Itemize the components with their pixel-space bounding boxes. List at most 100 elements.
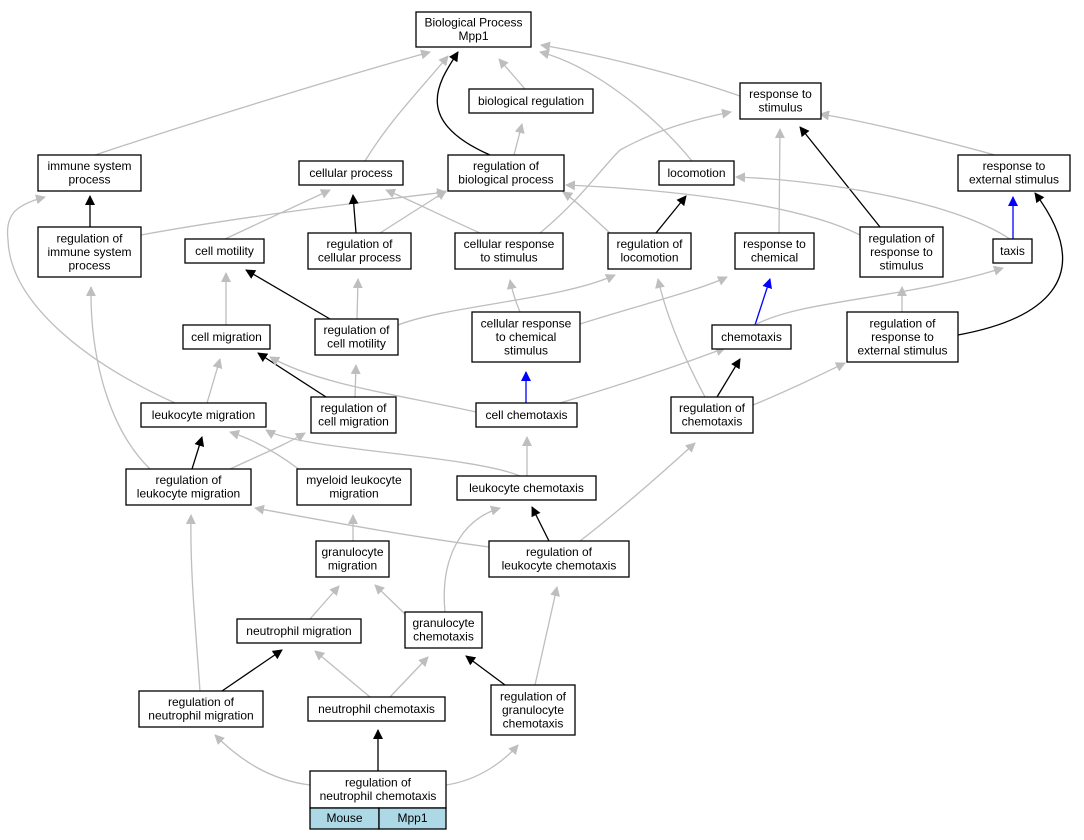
node-box [296,468,412,506]
node-bioreg[interactable]: biological regulation [468,88,594,114]
node-label-line: cell chemotaxis [485,408,567,422]
node-label-line: granulocyte [502,703,564,717]
node-label-line: granulocyte [321,545,383,559]
edge-cell_motility-to-cellproc [224,189,331,240]
node-label-line: neutrophil chemotaxis [320,789,437,803]
legend: Mouse Mpp1 [309,807,447,830]
node-label-line: stimulus [758,101,802,115]
node-label-line: migration [329,487,378,501]
legend-gene-cell: Mpp1 [378,807,447,830]
node-leuk-mig[interactable]: leukocyte migration [140,402,267,428]
node-neut-chemo[interactable]: neutrophil chemotaxis [307,696,446,722]
edge-reg_leuk_mig-to-reg_immune [85,286,151,470]
node-label-line: leukocyte chemotaxis [469,481,584,495]
node-label-line: external stimulus [969,173,1059,187]
edge-reg_bio-to-bp [436,51,491,156]
node-box [310,396,397,434]
edge-cell_resp_chem-to-cell_resp_stim [506,279,521,313]
edge-leuk_mig-to-immune [6,194,176,404]
node-box [670,396,754,434]
node-locomotion[interactable]: locomotion [658,160,735,186]
node-label-line: leukocyte chemotaxis [502,559,617,573]
node-box [37,226,142,278]
node-label-line: neutrophil migration [148,709,253,723]
node-label-line: cell migration [191,330,262,344]
node-label-line: process [68,258,110,272]
node-label-line: regulation of [155,473,222,487]
node-leuk-chemotaxis[interactable]: leukocyte chemotaxis [456,475,597,501]
node-label-line: taxis [1000,244,1025,258]
node-box [236,618,362,644]
node-label-line: myeloid leukocyte [306,473,402,487]
edge-leuk_chemotaxis-to-leuk_mig [265,429,521,477]
node-chemotaxis[interactable]: chemotaxis [711,324,792,350]
edge-reg_cell_mig-to-cell_migration [257,352,327,398]
edge-reg_gran_chemo-to-gran_chemo [465,655,506,686]
edge-reg_chemotaxis-to-reg_resp_ext [752,362,846,406]
node-box [475,402,578,428]
node-label-line: response to [870,245,933,259]
node-neut-mig[interactable]: neutrophil migration [236,618,362,644]
node-label-line: regulation of [868,231,935,245]
edge-reg_cell_motility-to-reg_locomotion [397,274,616,326]
edge-reg_immune-to-reg_bio [140,188,447,236]
legend-gene-label: Mpp1 [397,811,427,825]
edge-neut_chemo-to-gran_chemo [389,656,429,698]
node-label-line: response to [983,159,1046,173]
edge-chemotaxis-to-resp_chem [754,278,772,326]
node-label-line: regulation of [616,237,683,251]
edge-reg_leuk_chemo-to-reg_chemotaxis [579,442,696,542]
node-box [739,82,822,120]
node-taxis[interactable]: taxis [992,238,1033,264]
node-cell-motility[interactable]: cell motility [184,238,265,264]
edge-reg_resp_ext-to-resp_ext [957,192,1064,336]
node-label-line: immune system [47,159,131,173]
edge-reg_resp_stim-to-resp_stim [799,126,881,228]
node-label-line: leukocyte migration [152,408,255,422]
node-box [447,154,565,192]
node-cell-migration[interactable]: cell migration [182,324,271,350]
node-box [658,160,735,186]
node-label-line: locomotion [620,251,678,265]
edge-reg_leuk_mig-to-leuk_mig [191,436,205,470]
edge-chemotaxis-to-taxis [754,265,1004,326]
edge-leuk_mig-to-cell_migration [206,358,223,404]
edge-cell_resp_stim-to-cellproc [385,188,481,234]
node-box [607,232,692,270]
edge-reg_cell_motility-to-cell_motility [245,269,331,320]
node-cell-chemotaxis[interactable]: cell chemotaxis [475,402,578,428]
edge-reg_cellproc-to-reg_bio [379,190,447,234]
node-box [307,696,446,722]
legend-species-label: Mouse [326,811,362,825]
node-label-line: regulation of [168,695,235,709]
node-cellproc[interactable]: cellular process [298,160,404,186]
edge-myeloid_leuk_mig-to-leuk_mig [229,429,301,471]
node-label-line: regulation of [56,231,123,245]
edge-taxis-to-locomotion [735,172,1011,240]
node-label-line: cellular process [318,251,401,265]
